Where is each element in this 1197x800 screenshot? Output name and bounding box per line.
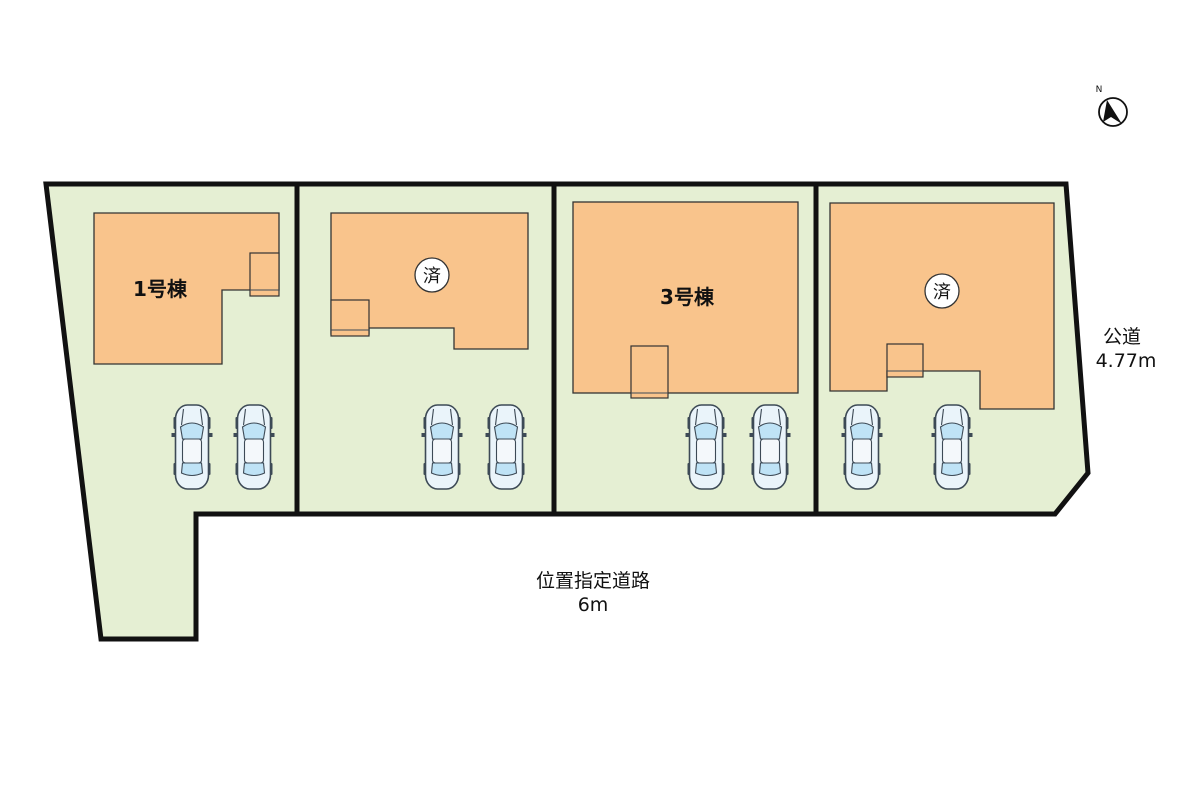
parked-car-icon [841,404,883,490]
parked-car-icon [171,404,213,490]
lot-4-entrance [886,343,924,378]
lot-2-entrance [330,299,370,337]
lot-1-building-label: 1号棟 [133,277,188,301]
lot-2-sold-badge [414,257,450,293]
lot-3-building-label: 3号棟 [660,285,715,309]
parking-cars [171,404,973,490]
site-boundary [43,181,1091,642]
parked-car-icon [749,404,791,490]
lot-4-sold-badge [924,273,960,309]
parked-car-icon [421,404,463,490]
parked-car-icon [685,404,727,490]
lot-3-house [572,201,799,399]
north-arrow-compass: N [1096,85,1128,127]
lot-1-house [93,212,280,365]
public-road-width: 4.77m [1096,350,1157,372]
parked-car-icon [485,404,527,490]
public-road-name: 公道 [1103,326,1141,348]
parked-car-icon [233,404,275,490]
designated-road-name: 位置指定道路 [536,570,650,592]
lot-3-entrance [630,345,669,399]
lot-4-sold-label: 済 [933,282,951,303]
lot-2-sold-label: 済 [423,266,441,287]
lot-1-entrance [249,252,280,297]
site-area [46,184,1088,639]
parked-car-icon [931,404,973,490]
designated-road-width: 6m [578,594,609,616]
compass-north-label: N [1096,85,1103,95]
